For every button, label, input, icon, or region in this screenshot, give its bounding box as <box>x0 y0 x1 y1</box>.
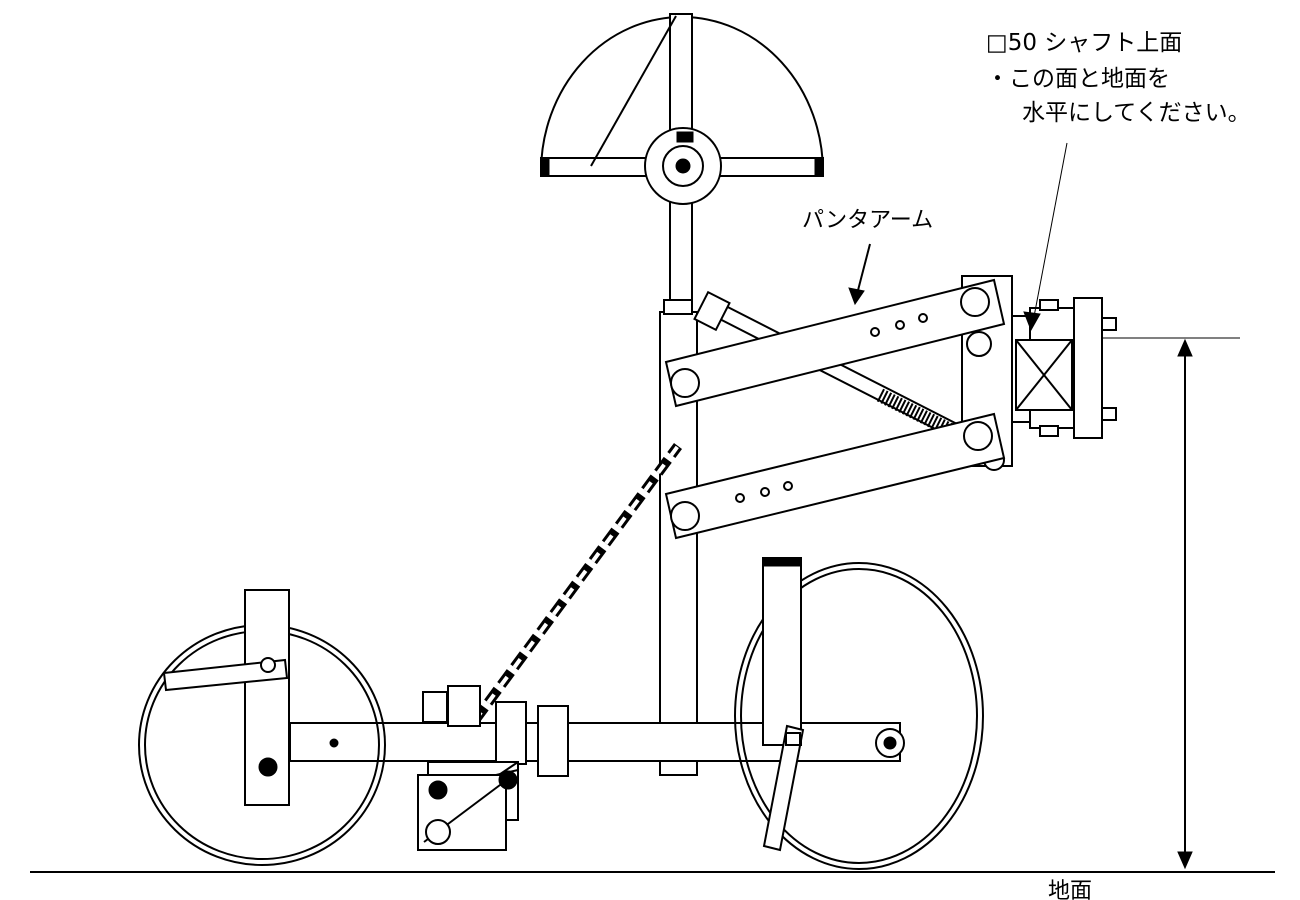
shaft-label-line1: □50 シャフト上面 <box>986 30 1182 56</box>
front-wheel <box>138 589 386 866</box>
frame-beam <box>289 722 905 762</box>
panta-arm-arrowhead <box>848 287 865 306</box>
lower-mechanism <box>417 685 569 851</box>
panta-arm-leader <box>855 243 871 299</box>
rear-wheel <box>734 557 984 870</box>
shaft-label-line2: ・この面と地面を <box>986 66 1170 92</box>
shaft-arrowhead <box>1023 311 1041 332</box>
lower-panta-arm <box>664 412 1006 540</box>
shaft-leader <box>1032 142 1068 323</box>
upper-panta-arm <box>664 278 1006 408</box>
shaft-label-line3: 水平にしてください。 <box>1022 100 1251 126</box>
ground-label: 地面 <box>1048 879 1092 900</box>
panta-arm-label: パンタアーム <box>802 208 933 233</box>
height-dimension-arrow <box>1177 338 1193 870</box>
top-disc-assembly <box>540 13 824 315</box>
chain <box>457 443 683 741</box>
